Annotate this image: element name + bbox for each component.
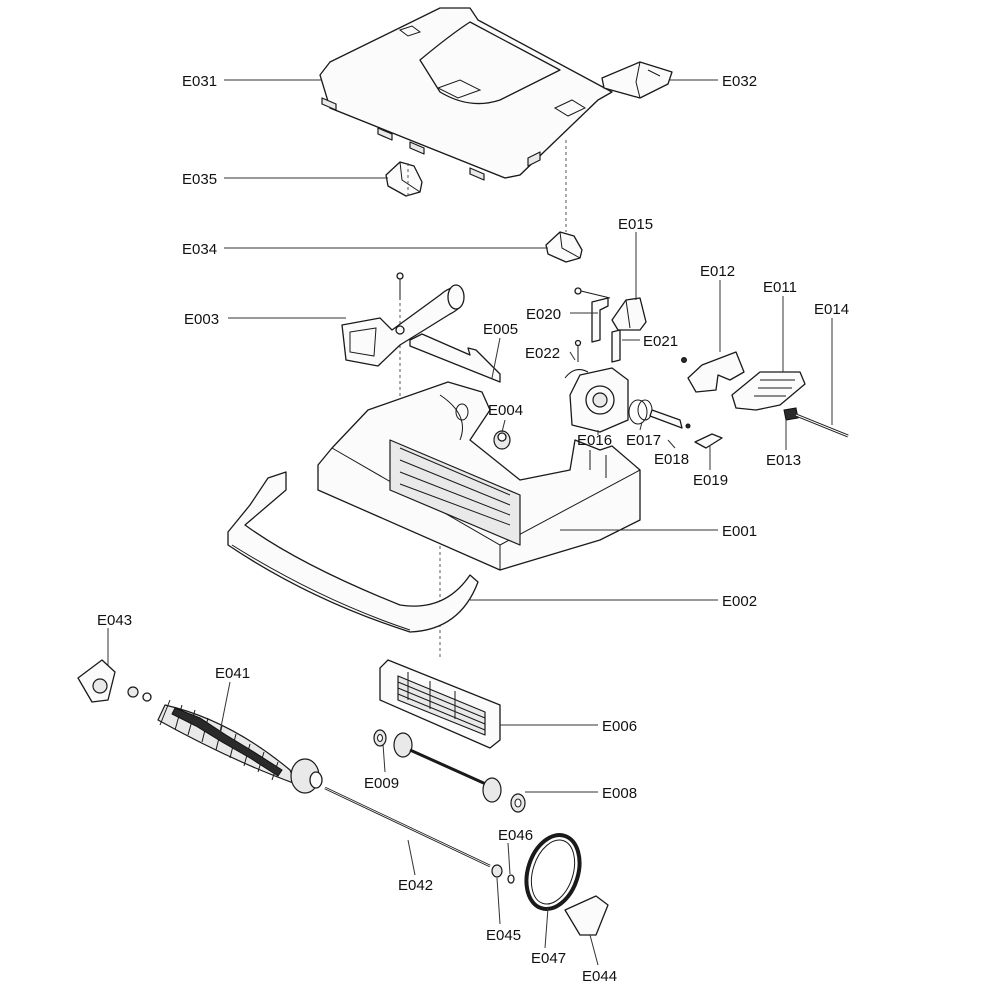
part-e011-pedal [731, 371, 806, 411]
part-e009-washer [373, 729, 387, 747]
leader-lines [107, 79, 833, 966]
part-e017-spring [628, 399, 653, 425]
label-e011: E011 [763, 279, 797, 296]
label-e021: E021 [643, 333, 678, 350]
label-e043: E043 [97, 612, 132, 629]
part-e035-latch [385, 161, 423, 197]
label-e012: E012 [700, 263, 735, 280]
label-e016: E016 [577, 432, 612, 449]
part-e004-grommet [493, 430, 511, 450]
label-e041: E041 [215, 665, 250, 682]
label-e013: E013 [766, 452, 801, 469]
part-e044-cover [564, 895, 609, 936]
part-e019-clip [694, 433, 723, 449]
part-e034-latch [545, 231, 583, 263]
part-e020-bracket [574, 287, 611, 343]
part-e022-spring [564, 339, 589, 379]
label-e035: E035 [182, 171, 217, 188]
label-e005: E005 [483, 321, 518, 338]
part-e031-top-cover [319, 7, 613, 181]
part-e008-roller [393, 732, 526, 813]
label-e008: E008 [602, 785, 637, 802]
part-e013-spring [783, 407, 799, 421]
label-e015: E015 [618, 216, 653, 233]
label-e044: E044 [582, 968, 617, 985]
part-e015-bracket [611, 297, 647, 331]
part-e043-end-cap [77, 659, 152, 703]
part-e003-duct [341, 272, 465, 367]
label-e047: E047 [531, 950, 566, 967]
label-e018: E018 [654, 451, 689, 468]
label-e031: E031 [182, 73, 217, 90]
label-e022: E022 [525, 345, 560, 362]
label-e045: E045 [486, 927, 521, 944]
label-e046: E046 [498, 827, 533, 844]
label-e032: E032 [722, 73, 757, 90]
label-e019: E019 [693, 472, 728, 489]
part-e041-brush-roll [157, 699, 323, 794]
part-e012-pedal-bracket [681, 351, 745, 393]
part-e046-washer [507, 874, 515, 884]
label-e001: E001 [722, 523, 757, 540]
part-labels: E031 E032 E035 E034 E015 E012 E011 E014 … [97, 73, 849, 985]
label-e020: E020 [526, 306, 561, 323]
part-e016-mount [569, 367, 629, 433]
part-e021-bracket [611, 329, 621, 363]
label-e004: E004 [488, 402, 523, 419]
part-e045-bearing [491, 864, 503, 878]
label-e017: E017 [626, 432, 661, 449]
part-e014-axle [795, 413, 849, 438]
label-e009: E009 [364, 775, 399, 792]
part-e032-clip [601, 61, 673, 99]
part-e042-shaft [324, 786, 491, 868]
part-e006-grille [379, 659, 501, 749]
part-e002-bumper [227, 471, 479, 633]
part-e005-flap [409, 333, 501, 383]
label-e034: E034 [182, 241, 217, 258]
label-e014: E014 [814, 301, 849, 318]
label-e042: E042 [398, 877, 433, 894]
label-e006: E006 [602, 718, 637, 735]
label-e002: E002 [722, 593, 757, 610]
label-e003: E003 [184, 311, 219, 328]
part-e047-belt [524, 833, 582, 911]
part-e001-base-housing [317, 381, 641, 571]
part-e018-pin [649, 409, 691, 429]
